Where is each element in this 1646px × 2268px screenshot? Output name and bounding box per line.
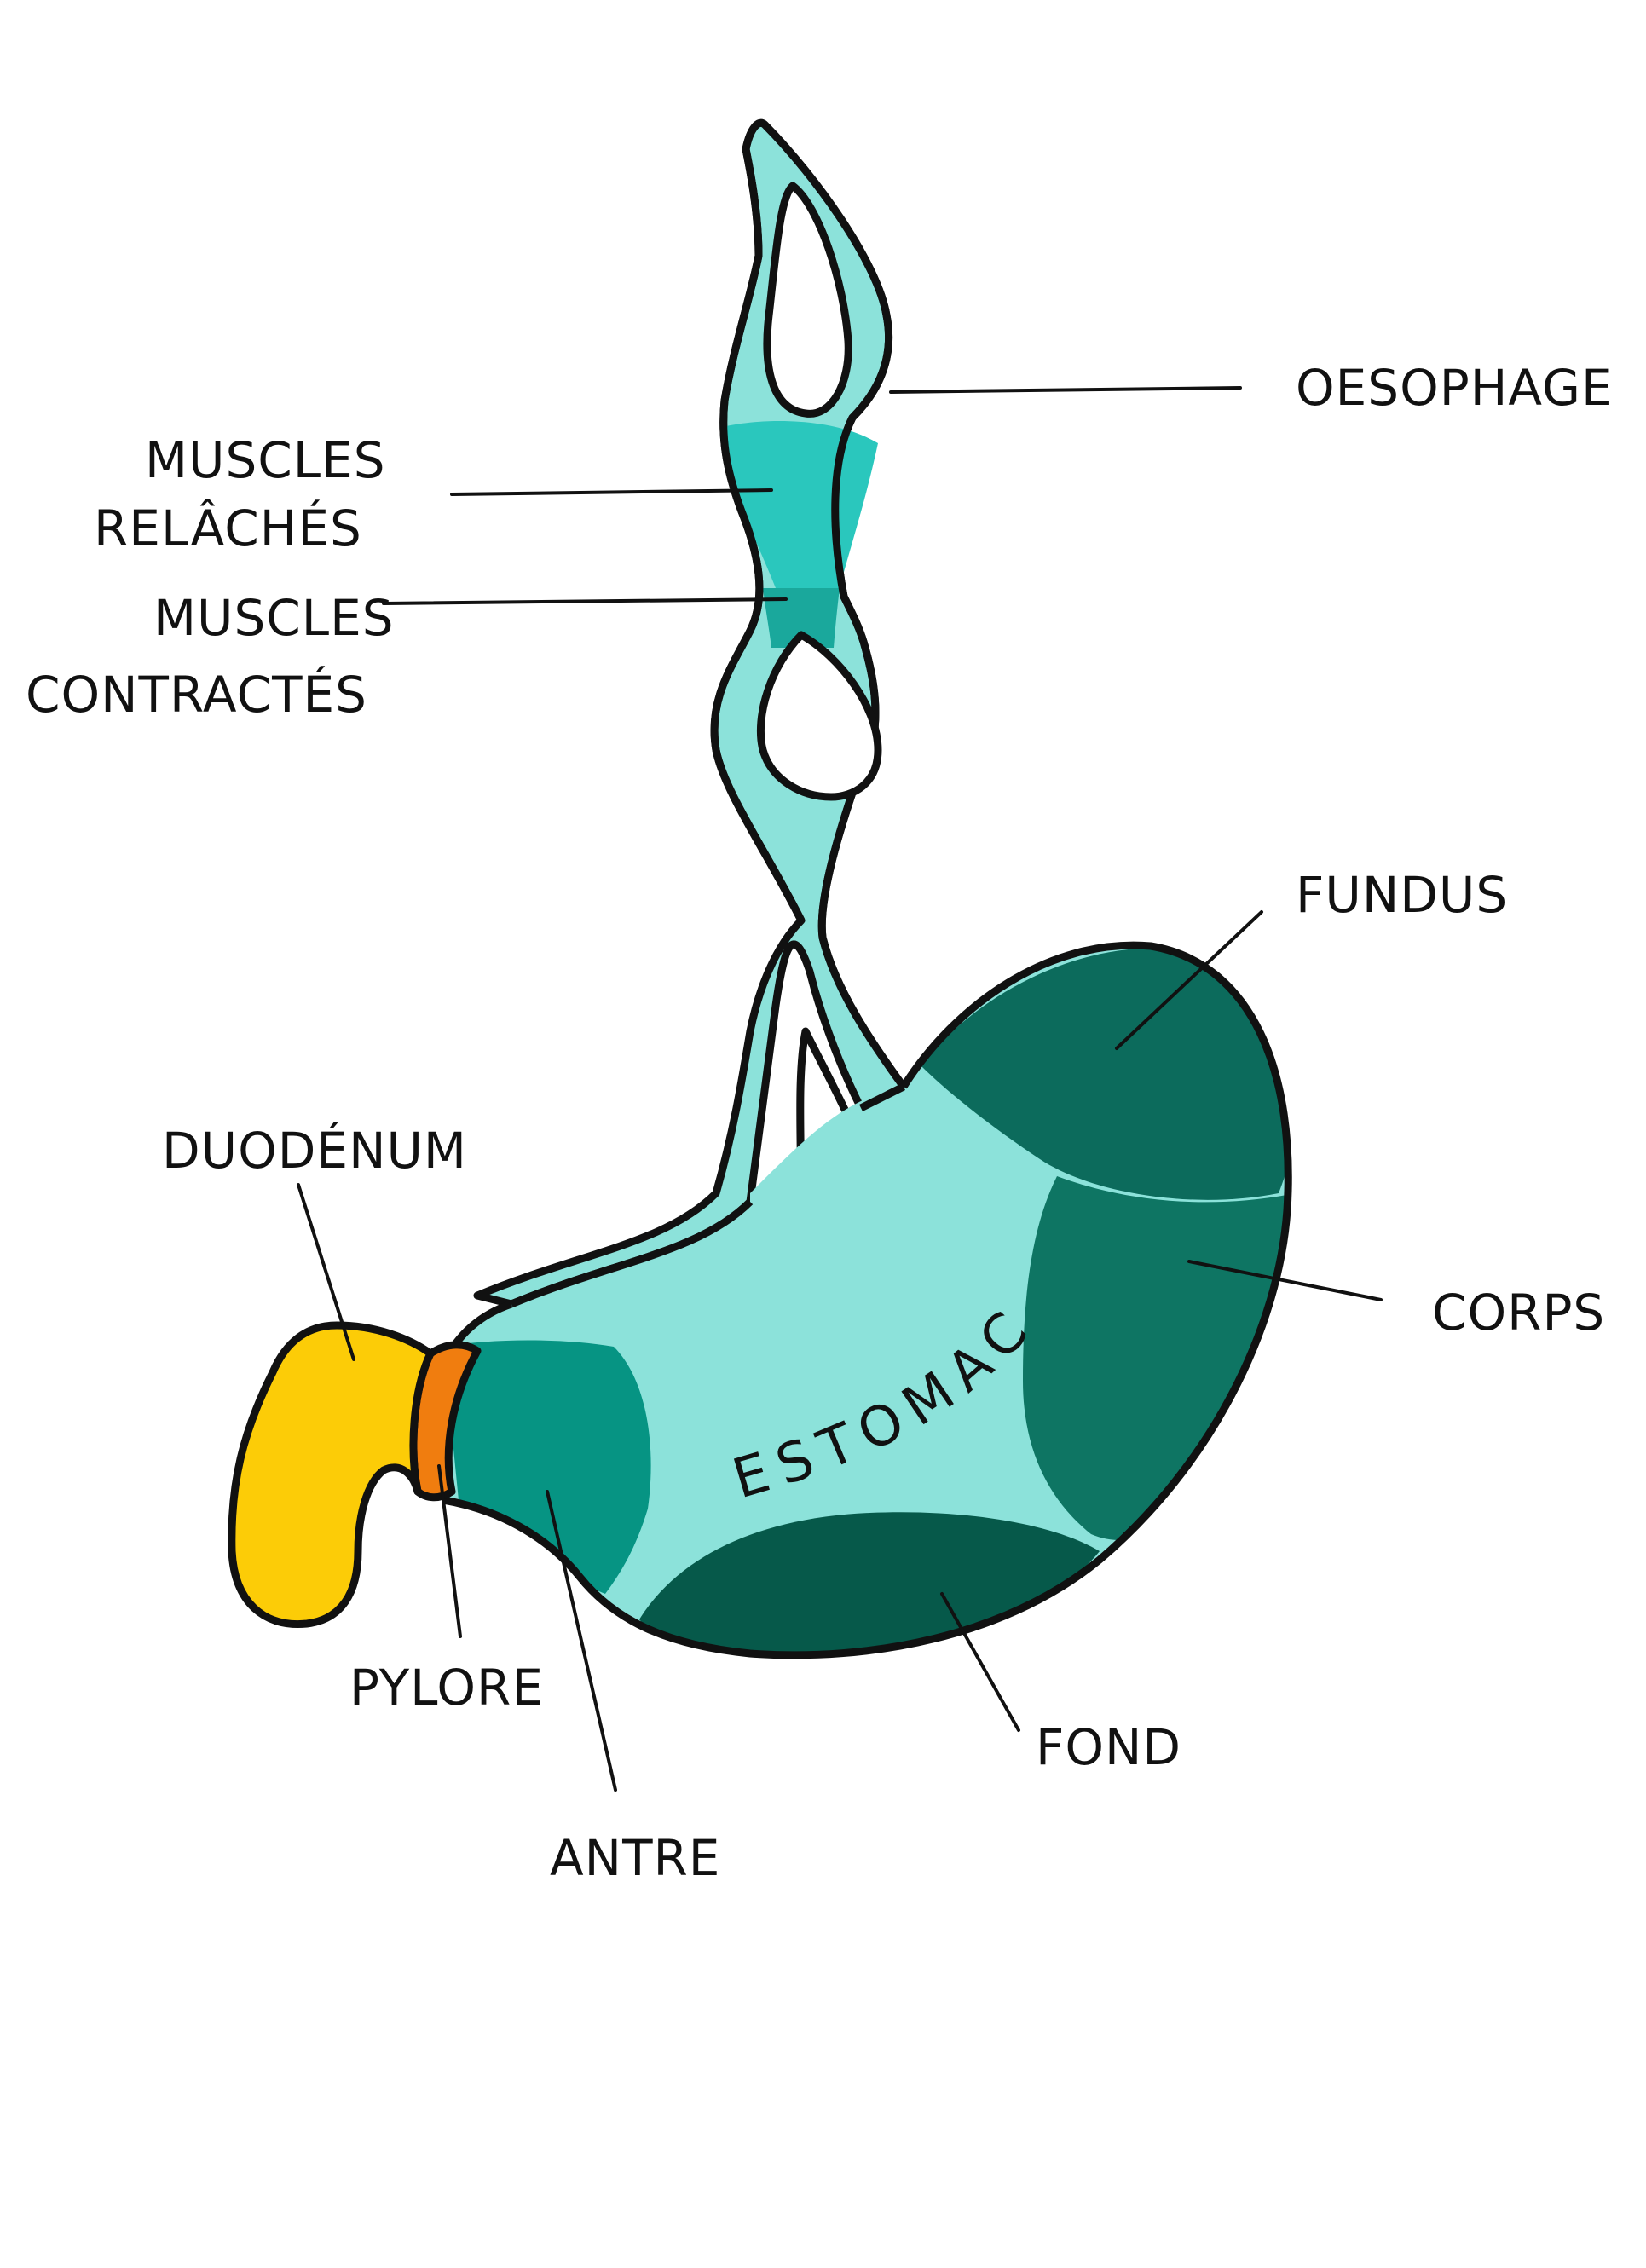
pylore-label: PYLORE	[349, 1659, 544, 1717]
muscles-contractes-leader	[382, 597, 788, 605]
muscles-contractes-label-line2: CONTRACTÉS	[26, 665, 367, 724]
muscles-relaches-label-line1: MUSCLES	[145, 431, 386, 489]
corps-leader	[1187, 1260, 1383, 1301]
muscles-relaxed-band	[726, 421, 878, 588]
duodenum-leader	[297, 1183, 355, 1361]
esophagus-outline	[761, 121, 907, 1089]
fundus-leader	[1115, 910, 1263, 1050]
fundus-label: FUNDUS	[1296, 866, 1508, 924]
antre-leader	[546, 1490, 617, 1792]
esophagus-outline-left	[710, 118, 806, 923]
corps-label: CORPS	[1432, 1284, 1605, 1342]
duodenum	[228, 1321, 435, 1629]
fond-leader	[940, 1592, 1020, 1732]
bolus-upper	[763, 182, 852, 418]
stomach-outline-notch	[858, 1082, 906, 1112]
muscles-relaches-label-line2: RELÂCHÉS	[94, 499, 362, 557]
bolus-middle	[756, 631, 882, 801]
oesophage-leader	[889, 386, 1242, 394]
fond-label: FOND	[1036, 1718, 1181, 1776]
muscles-contractes-label-line1: MUSCLES	[153, 589, 395, 647]
fundus-region	[921, 948, 1289, 1200]
antre-label: ANTRE	[550, 1829, 720, 1887]
muscles-relaches-leader	[450, 488, 773, 496]
oesophage-label: OESOPHAGE	[1296, 359, 1614, 417]
muscles-contracted-band	[763, 588, 840, 648]
corps-region	[1023, 1176, 1289, 1541]
antre-region	[443, 1340, 651, 1594]
pylore-leader	[437, 1464, 462, 1638]
duodenum-label: DUODÉNUM	[162, 1121, 467, 1180]
